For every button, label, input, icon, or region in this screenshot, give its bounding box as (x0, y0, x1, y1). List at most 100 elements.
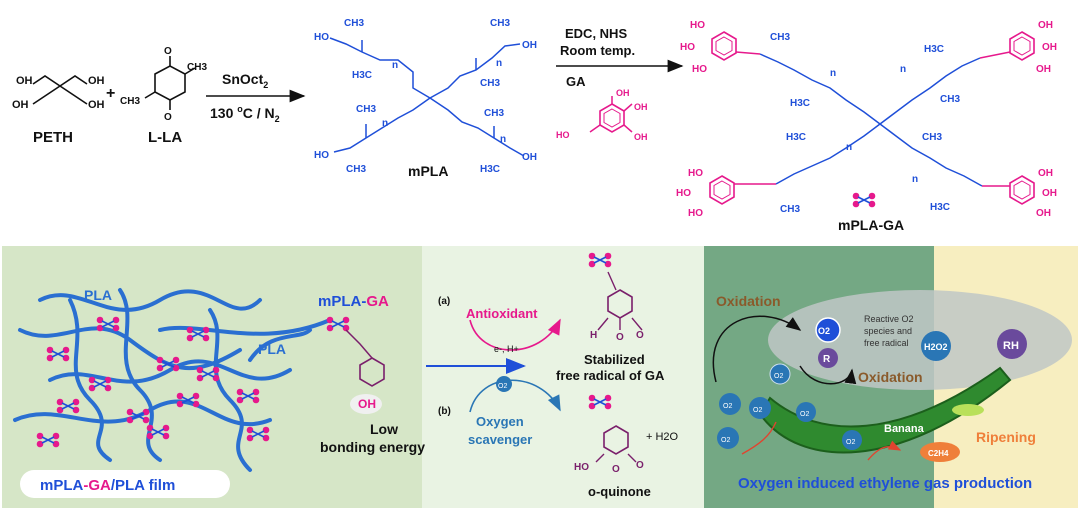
pga-h3c-1: H3C (790, 98, 810, 109)
pga-oh-1: OH (1038, 20, 1053, 31)
quinone-o1: O (612, 464, 620, 475)
mpla-ch3-1: CH3 (344, 18, 364, 29)
mpla-oh-2: OH (522, 152, 537, 163)
pga-ch3-4: CH3 (922, 132, 942, 143)
pga-ho-5: HO (676, 188, 691, 199)
lla-o-top: O (164, 46, 172, 57)
quinone-o2: O (636, 460, 644, 471)
free-radical-label: free radical of GA (556, 368, 665, 383)
step2-ga-label: GA (566, 74, 586, 89)
scavenger-label: scavenger (468, 432, 532, 447)
pga-h3c-3: H3C (786, 132, 806, 143)
ga-symbol (851, 191, 877, 209)
mpla-oh-1: OH (522, 40, 537, 51)
pga-oh-6: OH (1036, 208, 1051, 219)
rh-label: RH (1003, 340, 1019, 352)
stabilized-h: H (590, 330, 597, 341)
panel-film (2, 246, 422, 508)
mpla-ga-structure (759, 53, 983, 187)
pga-ho-6: HO (688, 208, 703, 219)
banana-label: Banana (884, 423, 925, 435)
o2-bubble-1 (769, 363, 791, 385)
ethylene-label: C2H4 (928, 449, 949, 458)
mpla-ch3-2: CH3 (490, 18, 510, 29)
pga-ch3-3: CH3 (780, 204, 800, 215)
o2-bubble-3 (749, 397, 771, 419)
mpla-ga-title: mPLA-GA (318, 293, 389, 310)
ga-oh-2: OH (634, 102, 648, 112)
pga-h3c-2: H3C (924, 44, 944, 55)
pga-n-4: n (912, 174, 918, 185)
pga-ch3-2: CH3 (940, 94, 960, 105)
h2o2-label: H2O2 (924, 342, 948, 352)
o2-bubble-6 (842, 430, 862, 450)
low-label: Low (370, 421, 398, 437)
mpla-ho-1: HO (314, 32, 329, 43)
step1-conditions: 130 oC / N2 (210, 104, 280, 124)
oxidation-label-2: Oxidation (858, 369, 923, 385)
o2-label-2: O2 (723, 403, 732, 410)
pga-n-2: n (900, 64, 906, 75)
oh-label: OH (358, 397, 376, 411)
o2-bubble-p2 (496, 376, 512, 392)
mpla-ch3-6: CH3 (484, 108, 504, 119)
ga-ring-br (1009, 175, 1035, 205)
pga-ho-4: HO (688, 168, 703, 179)
h2o2-bubble (921, 331, 951, 361)
mpla-n-4: n (500, 134, 506, 145)
mpla-h3c-1: H3C (352, 70, 372, 81)
pga-ho-1: HO (690, 20, 705, 31)
oxidation-arrow-2 (799, 365, 857, 385)
step2-reagents: EDC, NHS (565, 26, 627, 41)
oxidation-arrow-1 (712, 315, 802, 383)
film-label-pill (20, 470, 230, 498)
o2-bubble-2 (719, 393, 741, 415)
peth-oh-1: OH (16, 75, 33, 87)
mpla-ch3-5: CH3 (346, 164, 366, 175)
label-b: (b) (438, 406, 451, 417)
pga-n-3: n (846, 142, 852, 153)
peth-structure (32, 75, 88, 105)
reactive-text-1: Reactive O2 (864, 314, 914, 324)
mpla-n-1: n (392, 60, 398, 71)
mpla-n-2: n (496, 58, 502, 69)
lla-label: L-LA (148, 129, 182, 146)
l-la-structure (144, 56, 196, 110)
mpla-structure (329, 37, 525, 157)
plus-water: + H2O (646, 431, 679, 443)
mpla-ch3-4: CH3 (356, 104, 376, 115)
lla-ch3: CH3 (187, 62, 207, 73)
mpla-ga-label: mPLA-GA (838, 217, 904, 233)
rh-bubble (997, 329, 1027, 359)
electron-proton-label: e-, H+ (494, 344, 519, 354)
step2-conditions: Room temp. (560, 43, 635, 58)
pga-oh-3: OH (1036, 64, 1051, 75)
pga-oh-4: OH (1038, 168, 1053, 179)
stabilized-o: O (616, 332, 624, 343)
pga-h3c-4: H3C (930, 202, 950, 213)
peth-oh-3: OH (12, 99, 29, 111)
step1-reagent: SnOct2 (222, 71, 268, 90)
quinone-ho: HO (574, 462, 589, 473)
ethylene-caption: Oxygen induced ethylene gas production (738, 475, 1032, 492)
o2-label-4: O2 (721, 437, 730, 444)
pga-oh-5: OH (1042, 188, 1057, 199)
mpla-label: mPLA (408, 163, 448, 179)
mpla-ch3-3: CH3 (480, 78, 500, 89)
pga-ho-2: HO (680, 42, 695, 53)
oxidation-label-1: Oxidation (716, 293, 781, 309)
ga-oh-3: OH (634, 132, 648, 142)
o2-label-6: O2 (846, 439, 855, 446)
ga-molecule-ring (599, 103, 625, 133)
ga-ho-acid: HO (556, 130, 570, 140)
mpla-ho-2: HO (314, 150, 329, 161)
ga-ring-tr (1009, 31, 1035, 61)
pga-ch3-1: CH3 (770, 32, 790, 43)
antioxidant-arrow (469, 318, 561, 351)
label-a: (a) (438, 296, 450, 307)
reactive-text-3: free radical (864, 338, 909, 348)
panel-mechanism (422, 246, 704, 508)
pga-ho-3: HO (692, 64, 707, 75)
o2-label-1: O2 (774, 373, 783, 380)
